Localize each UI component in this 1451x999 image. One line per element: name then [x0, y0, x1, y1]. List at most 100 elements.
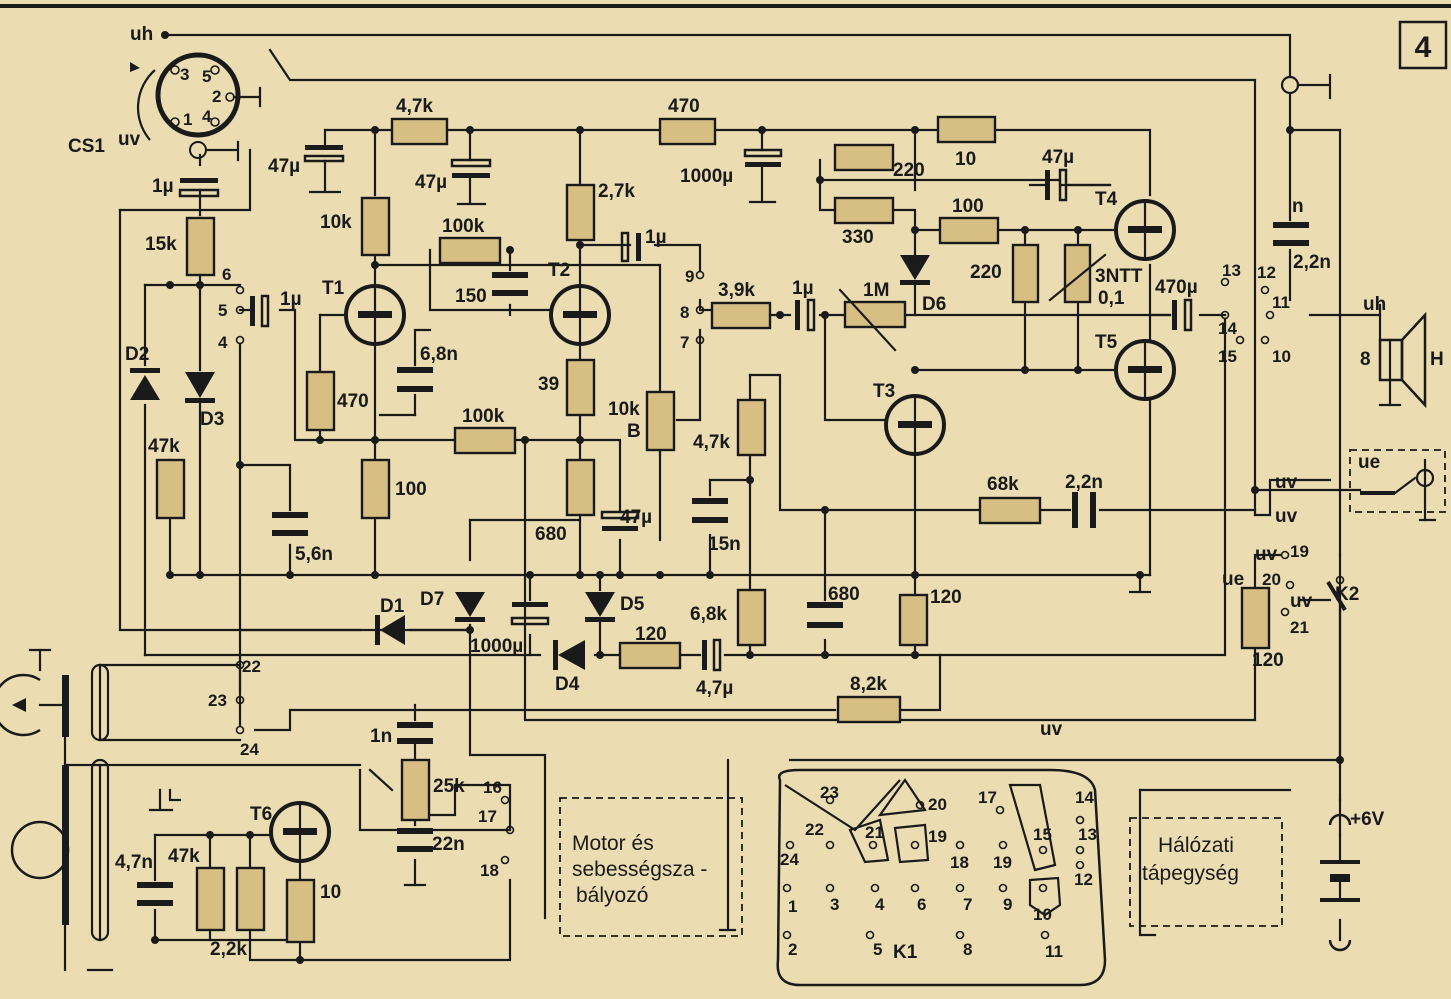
label-r-8k2: 8,2k: [850, 674, 887, 695]
resistors: [155, 115, 1271, 944]
pin-14: 14: [1218, 319, 1237, 338]
label-d7: D7: [420, 589, 444, 610]
label-r-470-t1: 470: [337, 391, 369, 412]
pin-17: 17: [478, 807, 497, 826]
din-pin-4: 4: [202, 107, 212, 126]
diodes: [130, 255, 930, 670]
resistor-100k-a: [438, 236, 502, 265]
label-ue-k2: ue: [1222, 569, 1244, 590]
label-r-100-t1: 100: [395, 479, 427, 500]
label-d6: D6: [922, 294, 946, 315]
label-c-1u-c: 1µ: [645, 227, 667, 248]
k1-pin-15: 15: [1033, 825, 1052, 844]
k1-pin-12: 12: [1074, 870, 1093, 889]
resistor-47k: [155, 458, 186, 520]
pin-12: 12: [1257, 263, 1276, 282]
label-c-4u7: 4,7µ: [696, 678, 733, 699]
cap-47u-a: [303, 128, 345, 194]
pin-21: 21: [1290, 618, 1309, 637]
k1-pin-19: 19: [993, 853, 1012, 872]
label-r-3k9: 3,9k: [718, 280, 755, 301]
switch-contacts: [235, 270, 1345, 865]
psu-box: Hálózati tápegység: [1129, 817, 1283, 927]
label-c-1000u-a: 1000µ: [680, 166, 733, 187]
label-t5: T5: [1095, 332, 1118, 353]
cap-1000u-b: [510, 602, 550, 626]
resistor-15k: [185, 216, 216, 277]
diode-d3: [185, 372, 215, 403]
label-c-n: n: [1292, 196, 1304, 217]
resistor-100-t1: [360, 458, 391, 520]
din-pin-5: 5: [202, 67, 211, 86]
k1-pin-22: 22: [805, 820, 824, 839]
label-c-4n7: 4,7n: [115, 852, 153, 873]
transistors: [269, 199, 1176, 863]
k1-pin-23: 23: [820, 783, 839, 802]
pin-4: 4: [218, 333, 228, 352]
label-d2: D2: [125, 344, 149, 365]
pin-11: 11: [1272, 293, 1290, 312]
motor-box: Motor és sebességsza - bályozó: [559, 797, 743, 937]
label-r-4k7-mid: 4,7k: [693, 432, 730, 453]
resistor-4k7-mid: [736, 398, 767, 457]
label-c-22n: 22n: [432, 834, 465, 855]
label-r-220-top: 220: [893, 160, 925, 181]
cap-47u-b: [450, 158, 492, 206]
k1-pin-20: 20: [928, 795, 947, 814]
label-ntc-value: 0,1: [1098, 288, 1125, 309]
cap-1u-b: [250, 294, 270, 328]
cap-1n: [397, 722, 433, 744]
pin-19: 19: [1290, 542, 1309, 561]
label-r-220-bias: 220: [970, 262, 1002, 283]
cap-470u: [1172, 298, 1193, 332]
psu-label-1: Hálózati: [1158, 834, 1234, 857]
switch-panel-k1: [776, 768, 1107, 987]
din-pin-3: 3: [180, 65, 189, 84]
diode-d4: [553, 640, 585, 670]
resistor-220-top: [833, 143, 895, 172]
label-r-10k-b: 10k: [608, 399, 640, 420]
cap-5n6: [272, 512, 308, 536]
pin-9: 9: [685, 267, 694, 286]
label-c-5n6: 5,6n: [295, 544, 333, 565]
label-k2: K2: [1335, 584, 1359, 605]
k1-pin-4: 4: [875, 895, 885, 914]
k1-pin-2: 2: [788, 940, 797, 959]
resistor-330: [833, 196, 895, 225]
resistor-10k-b: [645, 390, 676, 452]
label-r-68k: 68k: [987, 474, 1019, 495]
resistor-680: [565, 458, 596, 517]
label-r-100k-b: 100k: [462, 406, 505, 427]
battery: [1320, 813, 1360, 952]
label-c-2n2-a: 2,2n: [1293, 252, 1331, 273]
label-h: H: [1430, 349, 1444, 370]
uh-jack: [1280, 73, 1332, 100]
resistor-120-b: [618, 641, 682, 670]
cap-2n2-b: [1072, 492, 1096, 528]
transistor-t2: [549, 284, 611, 346]
label-uv-b: uv: [1275, 506, 1298, 527]
resistor-120-a: [898, 593, 929, 647]
label-speaker-8: 8: [1360, 349, 1371, 370]
label-ue-jack: ue: [1358, 452, 1380, 473]
label-r-2k2: 2,2k: [210, 939, 247, 960]
label-c-47u-b: 47µ: [415, 172, 447, 193]
k1-pin-19-b: 19: [928, 827, 947, 846]
label-r-120-c: 120: [1252, 650, 1284, 671]
cap-15n: [692, 498, 728, 523]
label-uh-socket: uh: [130, 24, 153, 45]
label-r-680: 680: [535, 524, 567, 545]
label-r-10-t6: 10: [320, 882, 341, 903]
label-r-6k8: 6,8k: [690, 604, 727, 625]
ntc-resistor: [1063, 243, 1092, 304]
label-t2: T2: [548, 260, 570, 281]
label-d4: D4: [555, 674, 580, 695]
label-r-39: 39: [538, 374, 559, 395]
label-t1: T1: [322, 278, 345, 299]
cap-47u-c: [1028, 168, 1112, 202]
pin-15: 15: [1218, 347, 1237, 366]
component-labels: 4,7k 470 10 220 330 100 220 3NTT 0,1 15k…: [68, 24, 1444, 963]
diode-d1: [375, 615, 405, 645]
transistor-t5: [1114, 339, 1176, 401]
